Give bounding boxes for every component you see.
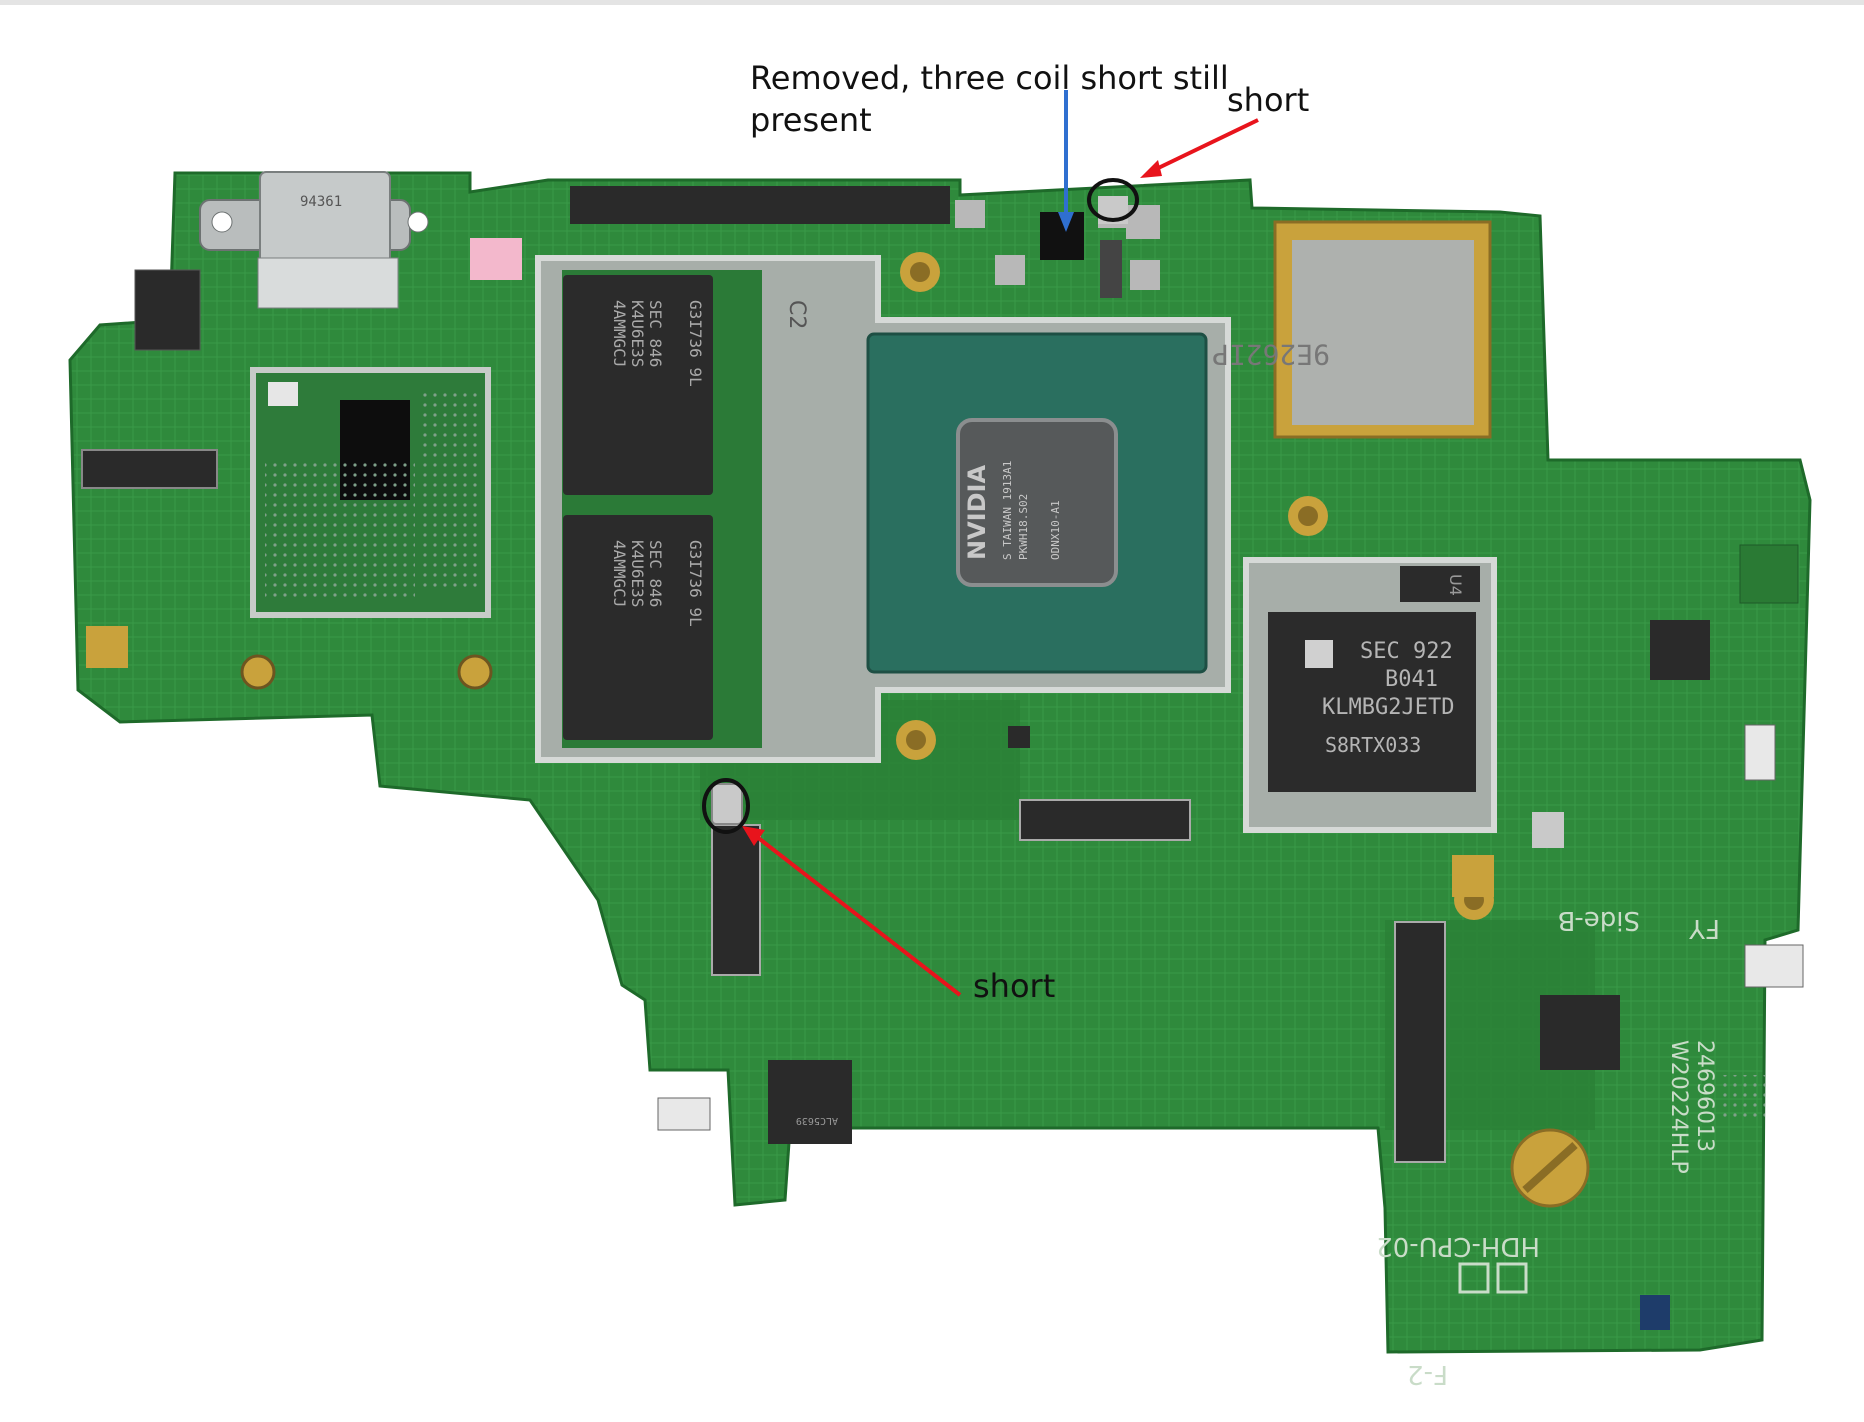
svg-text:SEC 846: SEC 846 xyxy=(646,540,665,607)
ram-chip-top: G3I736 9L SEC 846 K4U6E3S 4AMMGCJ xyxy=(563,275,713,495)
svg-text:ALC5639: ALC5639 xyxy=(796,1115,838,1126)
svg-text:4AMMGCJ: 4AMMGCJ xyxy=(610,300,629,367)
usb-c-port: 94361 xyxy=(199,171,429,309)
right-pad-block xyxy=(1739,544,1799,604)
svg-text:FY: FY xyxy=(1689,913,1720,943)
tiny-ic xyxy=(1008,726,1030,748)
coil-bottom xyxy=(711,783,743,825)
wifi-module xyxy=(250,367,491,618)
svg-text:S TAIWAN 1913A1: S TAIWAN 1913A1 xyxy=(1001,461,1014,560)
svg-text:F-2: F-2 xyxy=(1407,1359,1448,1389)
pink-pad xyxy=(470,238,522,280)
red-arrow-top xyxy=(1140,118,1259,178)
svg-text:94361: 94361 xyxy=(300,194,342,210)
svg-text:C2: C2 xyxy=(784,300,809,329)
svg-text:SEC 846: SEC 846 xyxy=(646,300,665,367)
svg-text:24696013: 24696013 xyxy=(1692,1040,1717,1152)
svg-text:4AMMGCJ: 4AMMGCJ xyxy=(610,540,629,607)
removed-note-line2: present xyxy=(750,101,872,139)
gold-pad-left xyxy=(86,626,128,668)
sd-card-slot: 9E262IP xyxy=(1212,220,1492,439)
removed-note-line1: Removed, three coil short still xyxy=(750,59,1229,97)
center-flex-connector xyxy=(1019,799,1191,841)
svg-text:G3I736 9L: G3I736 9L xyxy=(686,540,705,627)
svg-text:S8RTX033: S8RTX033 xyxy=(1325,733,1421,757)
svg-text:W20224HLP: W20224HLP xyxy=(1666,1040,1691,1174)
mounting-holes xyxy=(896,252,1590,1208)
nvidia-soc: NVIDIA S TAIWAN 1913A1 PKWH18.S02 ODNX10… xyxy=(866,332,1208,674)
small-ic-right xyxy=(1650,620,1710,680)
svg-text:ODNX10-A1: ODNX10-A1 xyxy=(1049,500,1062,560)
qr-code-right xyxy=(1720,1075,1765,1120)
antenna-connector-left xyxy=(240,654,276,690)
svg-text:PKWH18.S02: PKWH18.S02 xyxy=(1017,494,1030,560)
svg-text:NVIDIA: NVIDIA xyxy=(963,465,991,560)
blue-switch xyxy=(1640,1295,1670,1330)
svg-text:Side-B: Side-B xyxy=(1557,905,1640,935)
left-connector xyxy=(134,269,201,351)
circle-bottom xyxy=(702,778,750,834)
small-ic-bottom-right xyxy=(1540,995,1620,1070)
svg-text:9E262IP: 9E262IP xyxy=(1212,338,1330,371)
circle-top xyxy=(1087,178,1139,222)
short-label-top: short xyxy=(1227,81,1310,119)
emmc-shield: U4 SEC 922 B041 KLMBG2JETD S8RTX033 xyxy=(1243,557,1497,833)
antenna-connector-right xyxy=(457,654,493,690)
gold-pad-right xyxy=(1452,855,1494,897)
top-border-line xyxy=(0,0,1864,5)
power-section xyxy=(570,186,1160,298)
right-small-connector xyxy=(1744,944,1804,988)
right-flex-connector xyxy=(1394,921,1446,1163)
blue-arrow xyxy=(1058,90,1074,232)
right-white-connector xyxy=(1744,724,1776,781)
svg-text:K4U6E3S: K4U6E3S xyxy=(628,540,647,607)
svg-text:G3I736 9L: G3I736 9L xyxy=(686,300,705,387)
red-arrow-bottom xyxy=(742,826,962,997)
ram-chip-bottom: G3I736 9L SEC 846 K4U6E3S 4AMMGCJ xyxy=(563,515,713,740)
bottom-white-connector xyxy=(657,1097,711,1131)
audio-codec: ALC5639 xyxy=(768,1060,852,1144)
svg-text:HDH-CPU-02: HDH-CPU-02 xyxy=(1376,1231,1540,1261)
short-label-bottom: short xyxy=(973,967,1056,1005)
svg-text:B041: B041 xyxy=(1385,667,1438,692)
svg-text:K4U6E3S: K4U6E3S xyxy=(628,300,647,367)
lower-flex-connector xyxy=(711,824,761,976)
left-flex-connector xyxy=(81,449,218,489)
svg-text:SEC 922: SEC 922 xyxy=(1360,639,1453,664)
svg-text:U4: U4 xyxy=(1446,574,1465,596)
coil-right xyxy=(1532,812,1564,848)
svg-text:KLMBG2JETD: KLMBG2JETD xyxy=(1322,695,1454,720)
